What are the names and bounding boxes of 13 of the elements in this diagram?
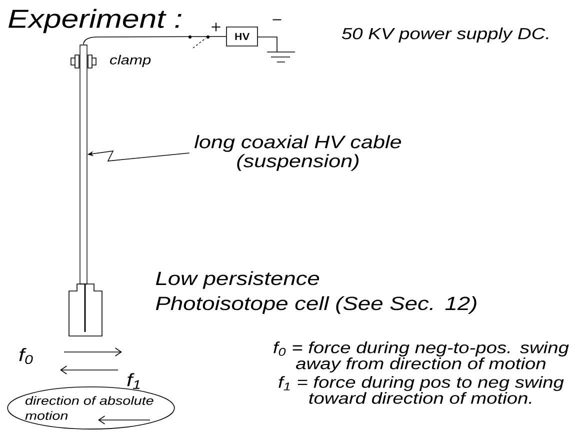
force-label: f$_{1}$ — [127, 373, 140, 389]
note: f$_{1}$ = force during pos to neg swing toward direction of motion. — [278, 376, 564, 404]
title: Experiment : — [8, 8, 182, 34]
coaxial-cable — [80, 44, 88, 284]
note-text: long coaxial HV cable (suspension) — [194, 135, 401, 171]
force-label: f$_{0}$ — [19, 348, 33, 364]
note: Low persistence Photoisotope cell (See Sec. 12) — [156, 271, 476, 314]
polarity-sign: − — [272, 19, 282, 20]
part-label: clamp — [110, 54, 151, 68]
note: 50 KV power supply DC. — [342, 28, 548, 42]
power-supply-box: HV — [226, 26, 258, 46]
polarity-sign: + — [212, 22, 220, 32]
wire — [83, 36, 226, 46]
